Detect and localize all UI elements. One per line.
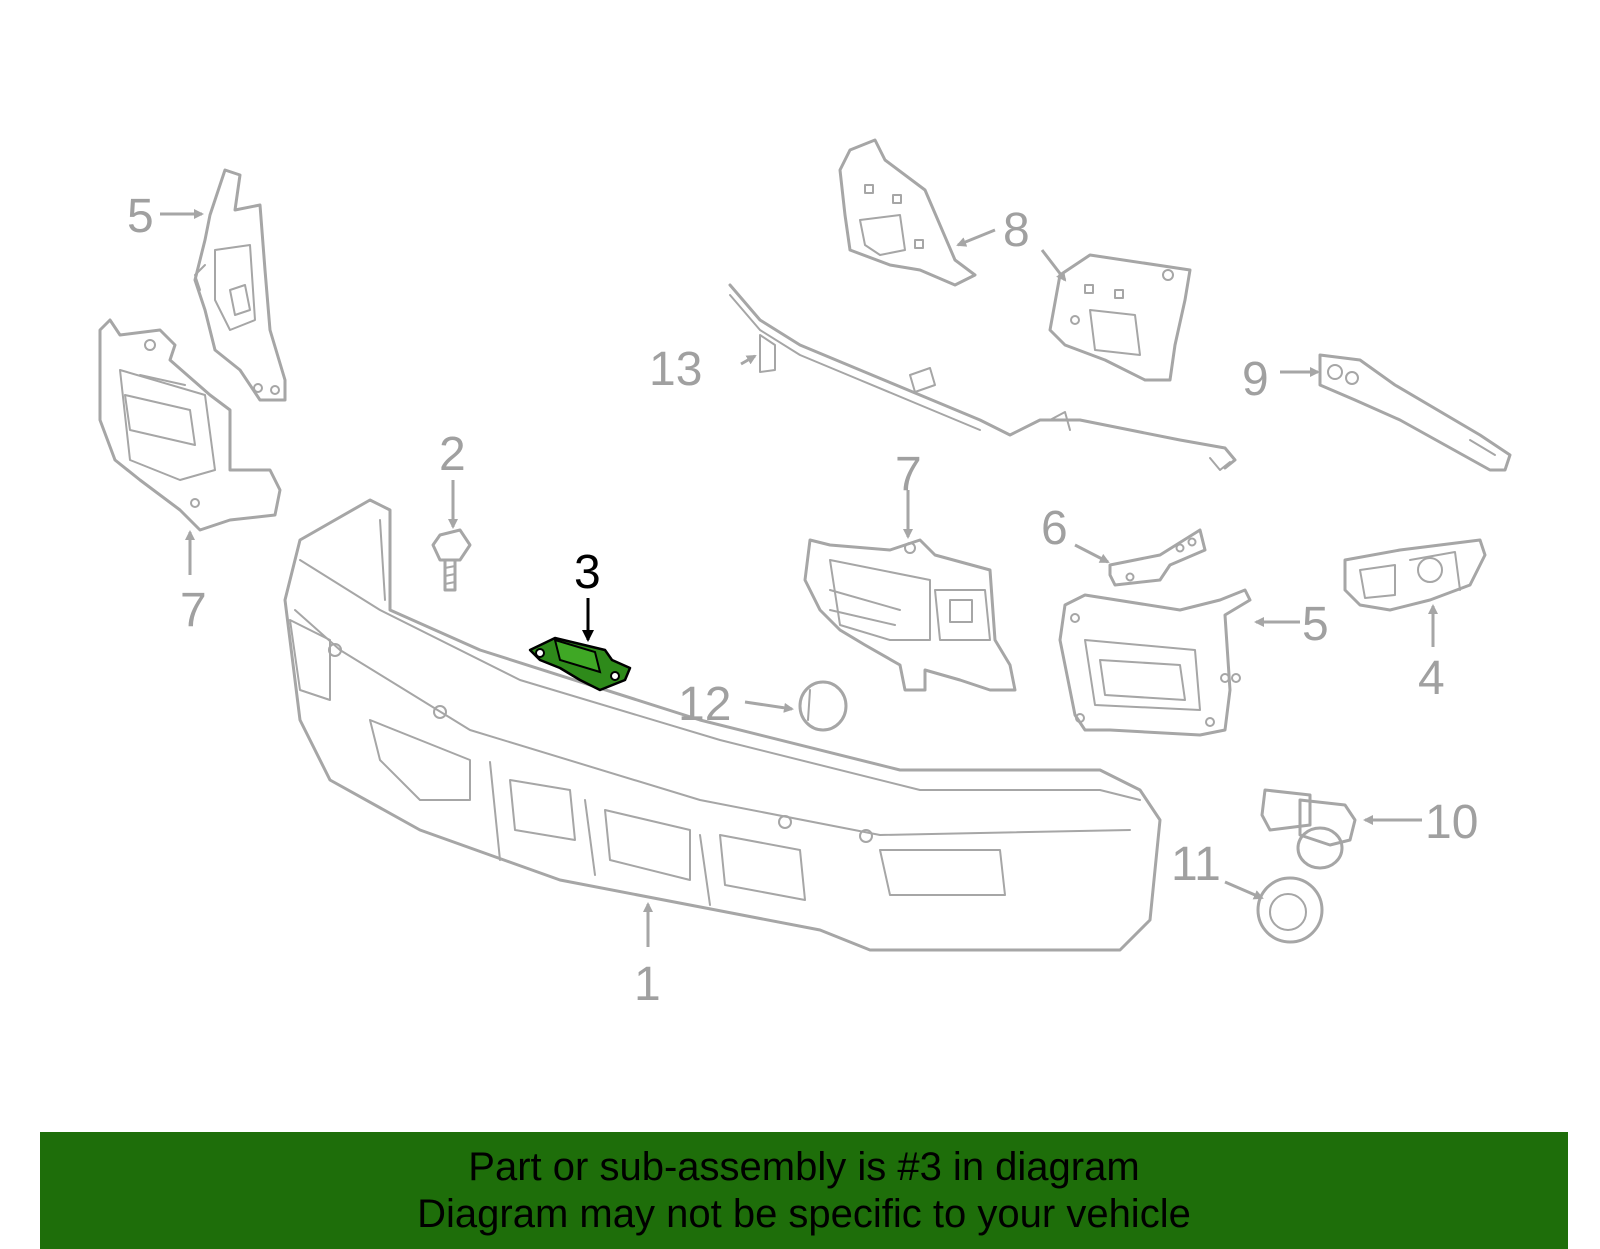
sensor-bracket-part-4 [1343, 538, 1487, 612]
callout-12: 12 [678, 678, 731, 731]
callout-9: 9 [1242, 353, 1269, 406]
bumper-part-1 [283, 498, 1162, 952]
bracket-part-8 [838, 138, 1192, 382]
bracket-part-5-left [193, 168, 287, 402]
callout-1: 1 [634, 958, 661, 1011]
callout-labels: 5 7 2 3 1 13 8 7 12 9 6 5 4 10 11 [127, 190, 1478, 1011]
banner-line-2: Diagram may not be specific to your vehi… [417, 1192, 1191, 1236]
grommet-part-12 [798, 680, 848, 732]
callout-13: 13 [649, 343, 702, 396]
callout-4: 4 [1418, 652, 1445, 705]
bolt-part-2 [431, 528, 472, 592]
ring-part-11 [1256, 876, 1324, 944]
callout-8: 8 [1003, 204, 1030, 257]
info-banner: Part or sub-assembly is #3 in diagram Di… [40, 1132, 1568, 1249]
rod-part-9 [1318, 353, 1512, 472]
callout-7-left: 7 [180, 584, 207, 637]
wiring-harness-part-13 [728, 283, 1237, 471]
bracket-part-6 [1108, 528, 1207, 587]
bracket-part-7-left [98, 318, 282, 532]
bracket-part-5-right [1058, 588, 1252, 737]
leader-lines [160, 209, 1438, 947]
callout-5-right: 5 [1302, 598, 1329, 651]
callout-10: 10 [1425, 796, 1478, 849]
callout-3: 3 [574, 546, 601, 599]
callout-11: 11 [1171, 838, 1221, 891]
callout-5-left: 5 [127, 190, 154, 243]
bracket-part-7-right [803, 538, 1017, 692]
banner-line-1: Part or sub-assembly is #3 in diagram [468, 1145, 1140, 1189]
callout-7-right: 7 [895, 448, 922, 501]
callout-2: 2 [439, 428, 466, 481]
callout-6: 6 [1041, 502, 1068, 555]
sensor-part-10 [1260, 788, 1357, 870]
bracket-part-3 [528, 636, 632, 692]
